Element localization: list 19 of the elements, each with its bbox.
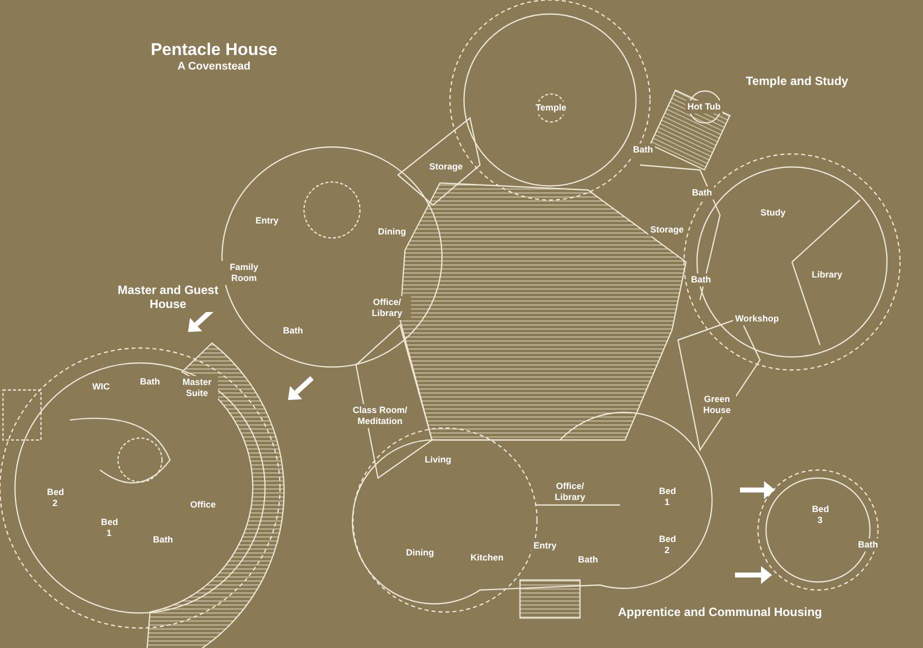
room-label: Bath — [689, 274, 713, 286]
room-label: Bath — [856, 538, 880, 552]
room-label: Living — [422, 454, 454, 466]
room-label: Library — [810, 268, 844, 282]
room-label: Bath — [690, 186, 714, 200]
room-label: Study — [758, 206, 788, 220]
room-label: Hot Tub — [685, 100, 723, 114]
plan-title: Pentacle House — [150, 40, 278, 60]
room-label: Temple — [534, 102, 568, 114]
room-label: Entry — [254, 214, 280, 228]
room-label: Workshop — [733, 312, 781, 326]
room-label: Storage — [427, 160, 465, 174]
room-label: Bath — [631, 144, 655, 156]
room-label: Entry — [532, 540, 558, 552]
section-heading: Apprentice and Communal Housing — [616, 604, 824, 620]
room-label: Dining — [404, 546, 436, 560]
room-label: Storage — [648, 224, 686, 236]
room-label: Dining — [376, 226, 408, 238]
section-heading: Temple and Study — [744, 73, 850, 89]
